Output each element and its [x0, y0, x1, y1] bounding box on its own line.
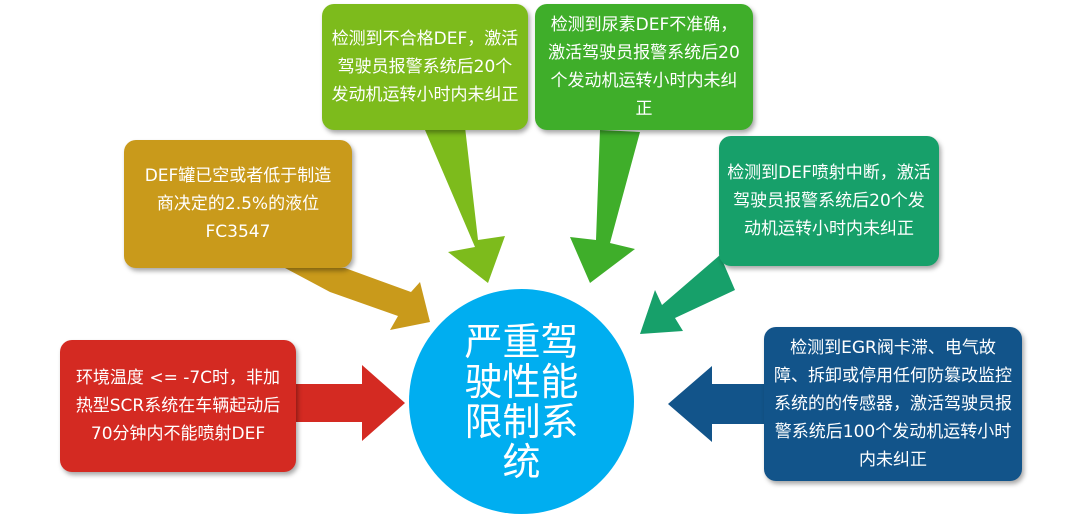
center-circle: 严重驾驶性能限制系统	[409, 289, 634, 514]
cause-box-top-left: 检测到不合格DEF，激活驾驶员报警系统后20个发动机运转小时内未纠正	[322, 4, 528, 130]
cause-text-upper-left: DEF罐已空或者低于制造商决定的2.5%的液位FC3547	[144, 166, 332, 242]
arrow-left	[296, 365, 405, 441]
cause-text-left: 环境温度 <= -7C时，非加热型SCR系统在车辆起动后70分钟内不能喷射DEF	[75, 368, 281, 444]
arrow-top-right	[570, 130, 640, 283]
center-label: 严重驾驶性能限制系统	[464, 319, 579, 484]
cause-text-top-left: 检测到不合格DEF，激活驾驶员报警系统后20个发动机运转小时内未纠正	[331, 29, 519, 105]
cause-box-upper-right: 检测到DEF喷射中断，激活驾驶员报警系统后20个发动机运转小时内未纠正	[719, 136, 939, 266]
cause-box-upper-left: DEF罐已空或者低于制造商决定的2.5%的液位FC3547	[124, 140, 352, 268]
cause-text-top-right: 检测到尿素DEF不准确，激活驾驶员报警系统后20个发动机运转小时内未纠正	[548, 15, 740, 119]
arrow-upper-right	[640, 255, 735, 334]
cause-box-top-right: 检测到尿素DEF不准确，激活驾驶员报警系统后20个发动机运转小时内未纠正	[535, 4, 753, 130]
arrow-top-left	[425, 127, 505, 283]
cause-text-upper-right: 检测到DEF喷射中断，激活驾驶员报警系统后20个发动机运转小时内未纠正	[727, 163, 931, 239]
cause-box-right: 检测到EGR阀卡滞、电气故障、拆卸或停用任何防篡改监控系统的的传感器，激活驾驶员…	[764, 327, 1022, 481]
cause-text-right: 检测到EGR阀卡滞、电气故障、拆卸或停用任何防篡改监控系统的的传感器，激活驾驶员…	[774, 338, 1012, 470]
arrow-upper-left	[285, 268, 430, 330]
cause-box-left: 环境温度 <= -7C时，非加热型SCR系统在车辆起动后70分钟内不能喷射DEF	[60, 340, 296, 472]
arrow-right	[668, 366, 765, 442]
